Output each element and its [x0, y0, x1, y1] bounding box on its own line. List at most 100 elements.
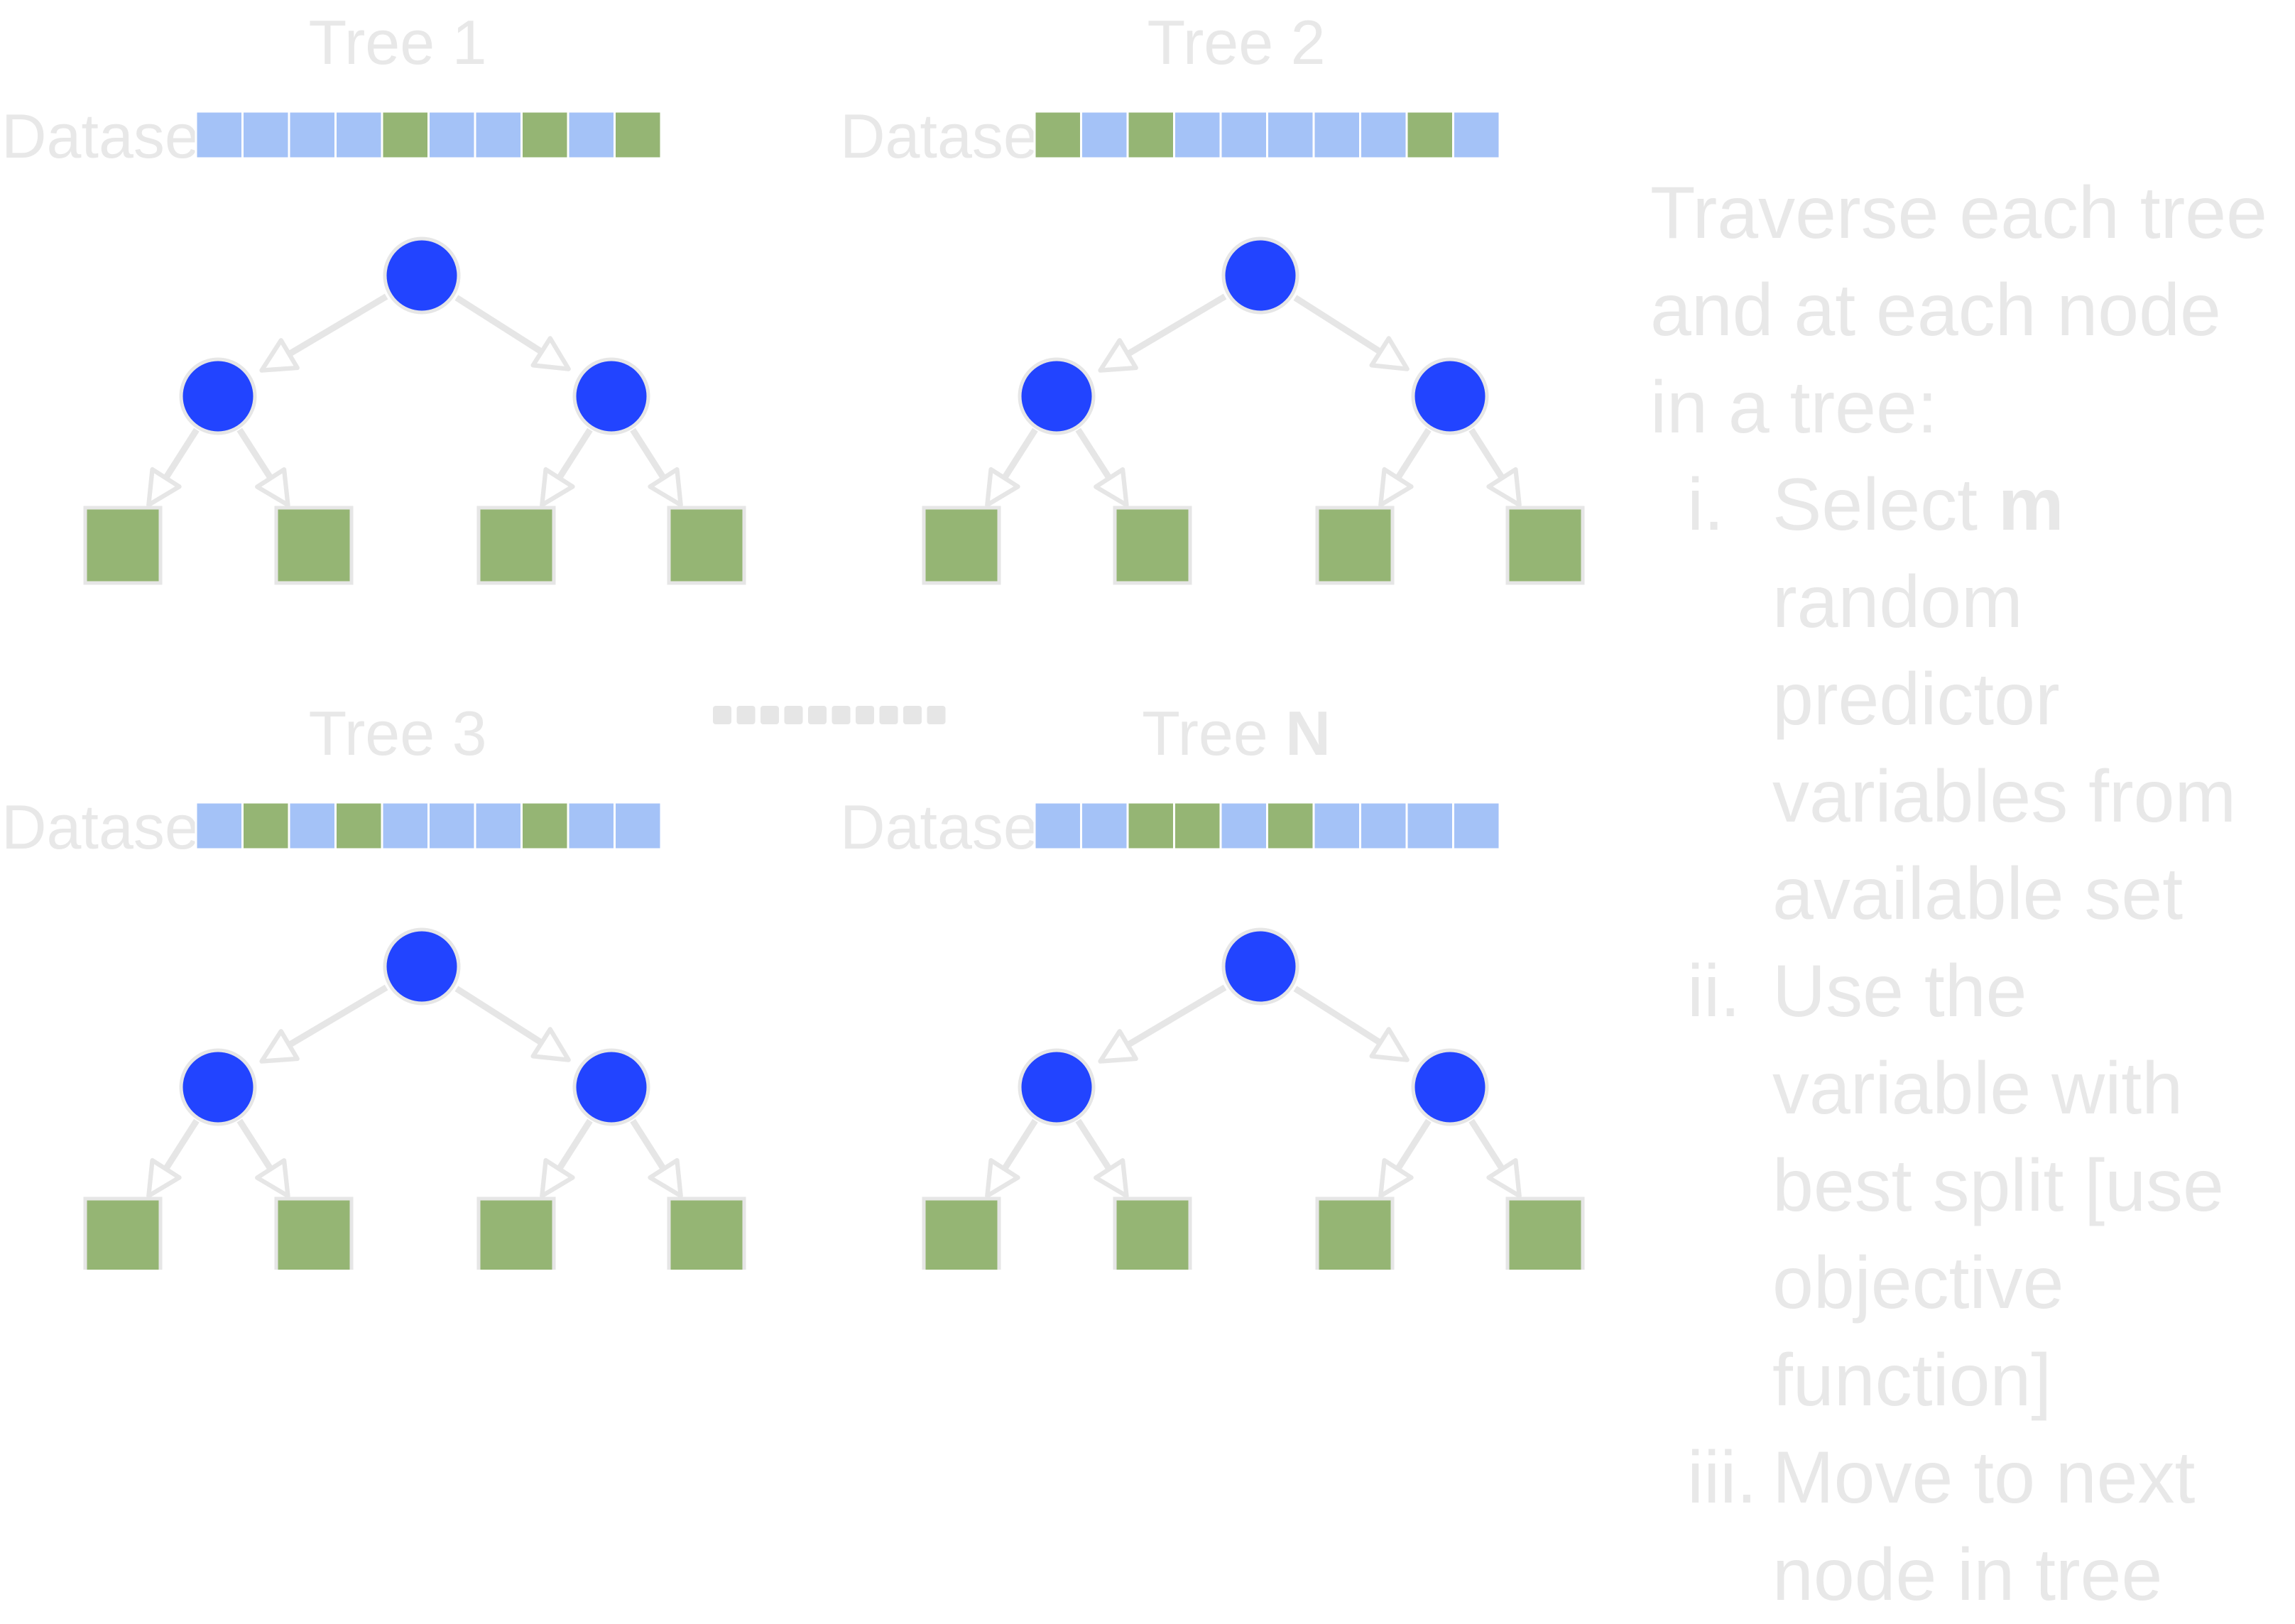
tree-leaf-node [476, 506, 556, 585]
step-item: i.Select m random predictor variables fr… [1650, 457, 2289, 943]
tree-graph [83, 927, 746, 1270]
dataset-cell-sampled [614, 110, 663, 160]
dataset-cell [1080, 801, 1129, 851]
ellipsis-dot [832, 706, 851, 724]
dataset-cell [1405, 801, 1454, 851]
tree-panel-1: Tree 1 Dataset [1, 7, 746, 585]
ellipsis-dot [879, 706, 898, 724]
dataset-cell [1173, 110, 1222, 160]
tree-split-node [179, 357, 257, 435]
tree-edge-arrow [985, 427, 1038, 508]
tree-title-prefix: Tree [1142, 698, 1268, 768]
steps-intro: Traverse each tree and at each node in a… [1650, 172, 2267, 449]
tree-edge-arrow [1098, 293, 1227, 373]
tree-leaf-node [83, 506, 163, 585]
dataset-cell [381, 801, 430, 851]
tree-edge-arrow [236, 427, 290, 508]
dataset-cell-sampled [1405, 110, 1454, 160]
tree-leaf-node [83, 1197, 163, 1270]
tree-edge-arrow [454, 295, 571, 371]
dataset-cell-sampled [1173, 801, 1222, 851]
dataset-cell [1312, 110, 1361, 160]
dataset-cell [288, 110, 337, 160]
tree-leaf-node [922, 506, 1001, 585]
tree-edge-arrow [146, 427, 200, 508]
step-bold-term: m [1997, 464, 2064, 546]
dataset-cell [614, 801, 663, 851]
dataset-cell [1452, 801, 1501, 851]
dataset-label: Dataset [840, 792, 1055, 862]
tree-split-node [1018, 357, 1096, 435]
step-number: iii. [1687, 1437, 1757, 1519]
tree-panel-3: Tree 3 Dataset [1, 698, 746, 1270]
tree-edge-arrow [1293, 986, 1410, 1062]
dataset-cell [1080, 110, 1129, 160]
dataset-cell-sampled [520, 801, 569, 851]
tree-edge-arrow [1468, 1118, 1522, 1199]
tree-title-suffix: 2 [1291, 7, 1326, 77]
dataset-cell-sampled [241, 801, 290, 851]
ellipsis-dot [927, 706, 946, 724]
tree-leaf-node [476, 1197, 556, 1270]
dataset-cell-sampled [1126, 110, 1175, 160]
ellipsis-dot [736, 706, 756, 724]
dataset-cell [427, 801, 476, 851]
tree-split-node [1411, 1048, 1489, 1126]
step-text: Select [1772, 464, 1998, 546]
tree-leaf-node [274, 506, 354, 585]
tree-title-suffix: 1 [452, 7, 487, 77]
dataset-bar [1033, 110, 1501, 160]
dataset-cell [567, 110, 616, 160]
tree-edge-arrow [1293, 295, 1410, 371]
ellipsis-dot [784, 706, 803, 724]
ellipsis-dot [713, 706, 731, 724]
dataset-cell [474, 110, 523, 160]
dataset-cell-sampled [1033, 110, 1082, 160]
tree-leaf-node [667, 506, 746, 585]
tree-panel-2: Tree 2 Dataset [840, 7, 1585, 585]
tree-edge-arrow [630, 1118, 683, 1199]
dataset-cell [241, 110, 290, 160]
dataset-label: Dataset [840, 101, 1055, 171]
tree-leaf-node [1315, 506, 1395, 585]
tree-title: Tree 1 [308, 7, 486, 77]
dataset-cell-sampled [334, 801, 383, 851]
dataset-cell [474, 801, 523, 851]
tree-leaf-node [1505, 1197, 1585, 1270]
step-number: ii. [1687, 950, 1741, 1032]
tree-edge-arrow [1075, 427, 1129, 508]
dataset-cell [1452, 110, 1501, 160]
tree-edge-arrow [630, 427, 683, 508]
ellipsis-dot [808, 706, 827, 724]
dataset-cell [1359, 801, 1408, 851]
dataset-cell [1219, 110, 1268, 160]
dataset-cell-sampled [1126, 801, 1175, 851]
tree-edge-arrow [236, 1118, 290, 1199]
dataset-cell [1266, 110, 1315, 160]
ellipsis-dot [761, 706, 779, 724]
tree-edge-arrow [1378, 427, 1432, 508]
tree-edge-arrow [454, 986, 571, 1062]
steps-list: i.Select m random predictor variables fr… [1650, 457, 2289, 1624]
dataset-cell-sampled [381, 110, 430, 160]
tree-title: Tree 2 [1147, 7, 1325, 77]
tree-split-node [1018, 1048, 1096, 1126]
tree-leaf-node [1113, 506, 1192, 585]
steps-description: Traverse each tree and at each node in a… [1650, 165, 2289, 1624]
dataset-cell [288, 801, 337, 851]
tree-leaf-node [1315, 1197, 1395, 1270]
dataset-label: Dataset [1, 792, 217, 862]
dataset-cell [334, 110, 383, 160]
tree-leaf-node [667, 1197, 746, 1270]
dataset-cell-sampled [520, 110, 569, 160]
dataset-cell [195, 110, 244, 160]
tree-edge-arrow [1098, 984, 1227, 1064]
dataset-cell [1312, 801, 1361, 851]
tree-root-node [383, 927, 461, 1006]
tree-edge-arrow [259, 293, 388, 373]
tree-edge-arrow [146, 1118, 200, 1199]
dataset-cell [567, 801, 616, 851]
dataset-cell [427, 110, 476, 160]
step-text: Use the variable with best split [use ob… [1772, 950, 2224, 1422]
dataset-cell [1359, 110, 1408, 160]
